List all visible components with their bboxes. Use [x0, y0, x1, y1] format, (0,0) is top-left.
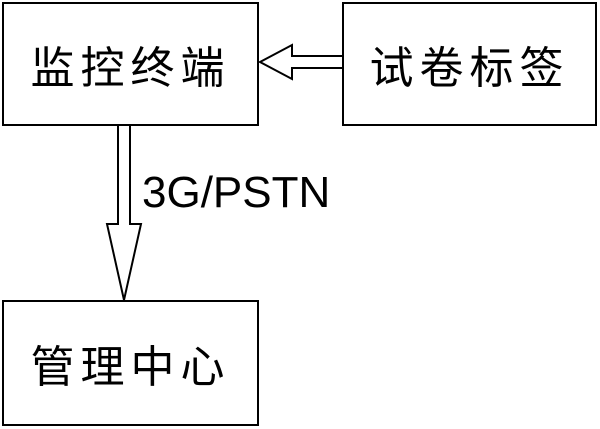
- connection-label: 3G/PSTN: [142, 168, 331, 217]
- arrow-monitor-to-center: [105, 126, 143, 301]
- monitor-terminal-label: 监控终端: [30, 43, 231, 94]
- management-center-box: 管理中心: [2, 300, 259, 426]
- management-center-label: 管理中心: [30, 342, 231, 393]
- exam-paper-tag-label: 试卷标签: [369, 43, 570, 94]
- exam-paper-tag-box: 试卷标签: [342, 2, 597, 126]
- arrow-tag-to-monitor: [257, 43, 342, 81]
- monitor-terminal-box: 监控终端: [2, 2, 259, 126]
